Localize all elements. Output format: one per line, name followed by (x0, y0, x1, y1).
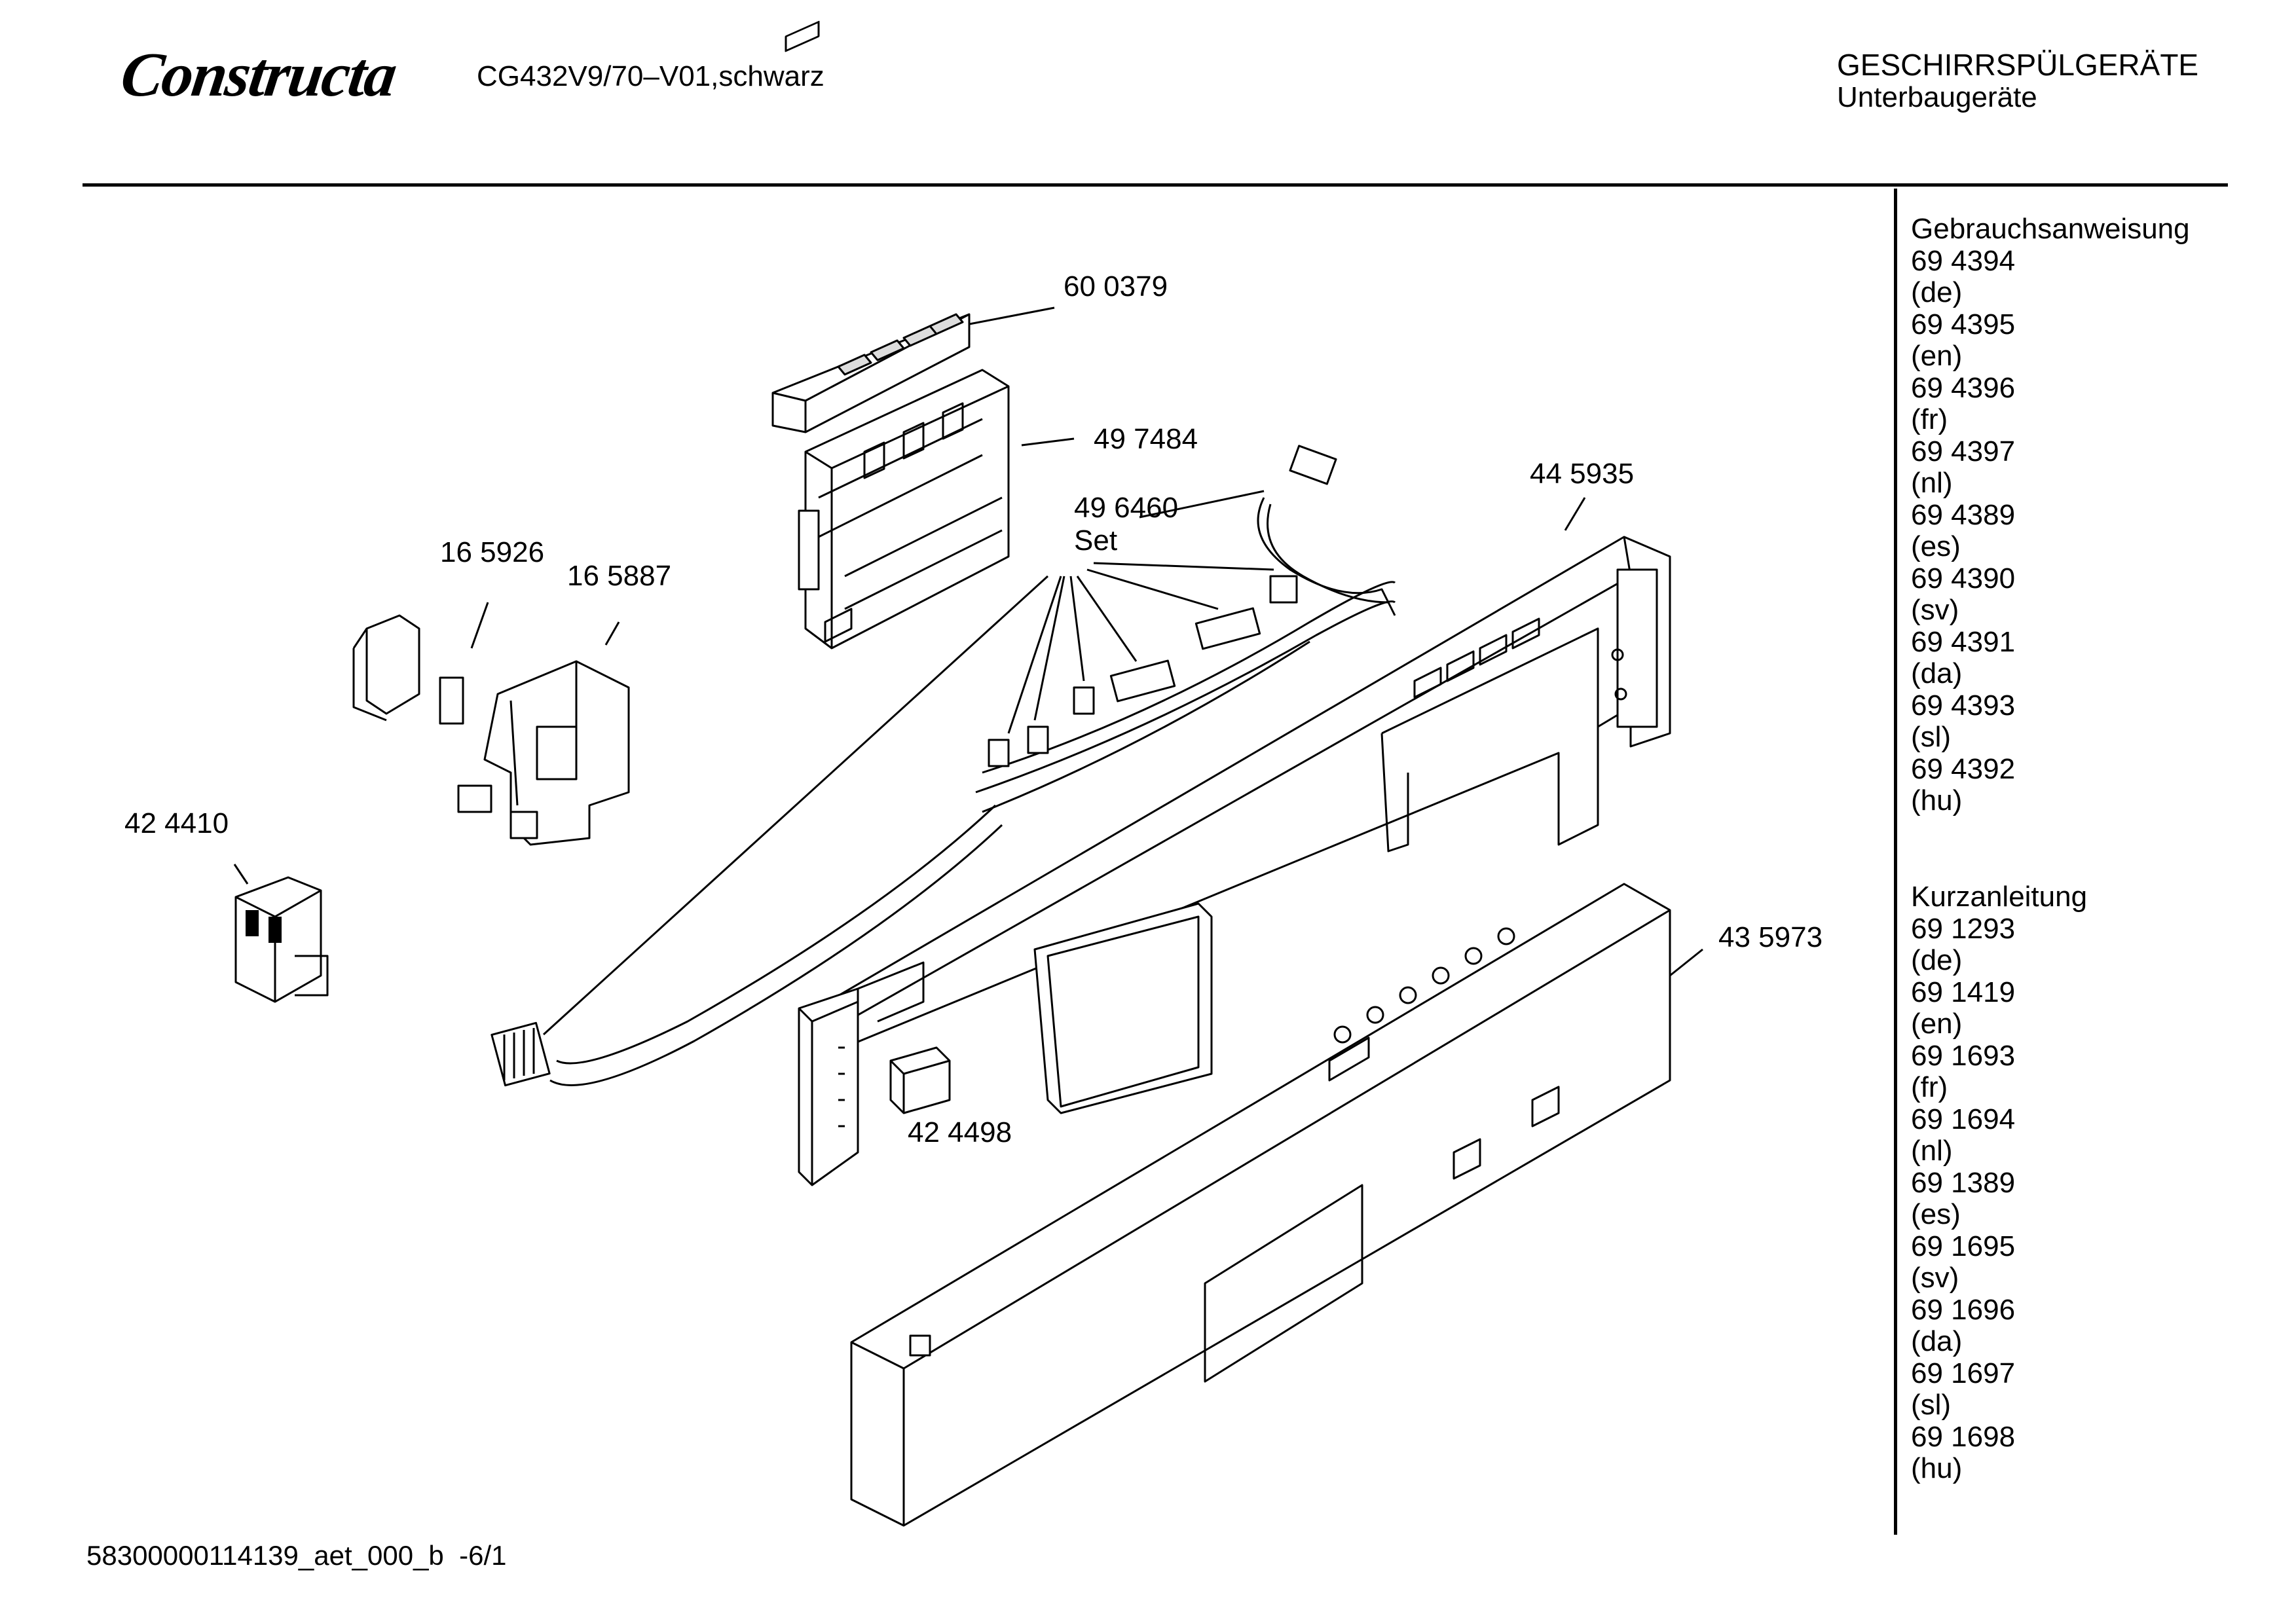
manual-lang: (es) (1911, 530, 1961, 562)
leader-set-3 (1069, 576, 1085, 682)
manual-code: 69 4395 (1911, 308, 2016, 340)
manual-lang: (fr) (1911, 403, 1948, 435)
part-button-strip[interactable] (771, 20, 971, 433)
part-switch-cover[interactable] (352, 614, 464, 725)
manual-code: 69 4390 (1911, 562, 2016, 595)
leader-496460 (1139, 490, 1265, 519)
manual-lang: (da) (1911, 657, 1963, 689)
label-445935: 44 5935 (1530, 458, 1634, 490)
footer-page: -6/1 (459, 1540, 507, 1571)
leader-set-7 (542, 575, 1049, 1036)
leader-set-1 (1007, 576, 1062, 734)
manual-code: 69 4396 (1911, 371, 2016, 404)
manual-lang: (en) (1911, 340, 1963, 372)
leader-497484 (1021, 437, 1075, 447)
part-relay[interactable] (234, 876, 329, 1003)
quickguide-lang: (en) (1911, 1008, 1963, 1040)
label-496460: 49 6460 (1074, 492, 1178, 524)
section-title-quickguide: Kurzanleitung (1911, 881, 2088, 913)
manual-lang: (sl) (1911, 721, 1952, 753)
leader-set-4 (1076, 576, 1138, 662)
part-control-module[interactable] (798, 369, 1010, 650)
manual-code: 69 4397 (1911, 435, 2016, 467)
sidebar-manuals: Gebrauchsanweisung 69 4394 (de) 69 4395 … (1911, 213, 2190, 817)
label-165887: 16 5887 (567, 560, 671, 592)
quickguide-lang: (hu) (1911, 1452, 1963, 1484)
part-panel-housing[interactable] (798, 883, 1671, 1527)
leader-165926 (470, 602, 489, 649)
quickguide-code: 69 1293 (1911, 912, 2016, 945)
part-wiring-harness[interactable] (491, 445, 1396, 1087)
part-door-switch[interactable] (457, 660, 630, 846)
leader-165887 (604, 621, 620, 646)
header-divider (83, 183, 2228, 187)
section-title-manual: Gebrauchsanweisung (1911, 213, 2190, 245)
manual-lang: (hu) (1911, 784, 1963, 816)
quickguide-code: 69 1695 (1911, 1230, 2016, 1262)
leader-445935 (1564, 497, 1586, 531)
manual-code: 69 4389 (1911, 498, 2016, 531)
exploded-parts-diagram: 60 0379 49 7484 49 6460 Set 44 5935 16 5… (124, 20, 1823, 1527)
leader-435973 (1669, 948, 1703, 977)
subcategory-title: Unterbaugeräte (1837, 81, 2037, 113)
label-497484: 49 7484 (1094, 423, 1198, 455)
label-435973: 43 5973 (1718, 921, 1823, 953)
manual-code: 69 4394 (1911, 244, 2016, 277)
quickguide-code: 69 1389 (1911, 1166, 2016, 1199)
manual-lang: (de) (1911, 276, 1963, 308)
quickguide-code: 69 1694 (1911, 1103, 2016, 1135)
category-title: GESCHIRRSPÜLGERÄTE (1837, 48, 2199, 82)
leader-set-6 (1093, 562, 1274, 571)
quickguide-lang: (fr) (1911, 1071, 1948, 1103)
leader-424410 (233, 864, 249, 885)
label-set: Set (1074, 524, 1117, 557)
manual-code: 69 4393 (1911, 689, 2016, 722)
part-cover-block[interactable] (889, 1046, 951, 1114)
footer: 58300000114139_aet_000_b -6/1 (86, 1540, 507, 1571)
leader-600379 (969, 306, 1055, 325)
manual-lang: (nl) (1911, 467, 1953, 499)
quickguide-lang: (de) (1911, 944, 1963, 976)
label-424410: 42 4410 (124, 807, 229, 839)
manual-code: 69 4391 (1911, 625, 2016, 658)
quickguide-lang: (sv) (1911, 1262, 1959, 1294)
label-600379: 60 0379 (1064, 270, 1168, 302)
leader-set-5 (1086, 568, 1219, 610)
label-424498: 42 4498 (908, 1116, 1012, 1148)
quickguide-code: 69 1693 (1911, 1039, 2016, 1072)
quickguide-code: 69 1696 (1911, 1293, 2016, 1326)
quickguide-lang: (nl) (1911, 1135, 1953, 1167)
model-number: CG432V9/70–V01,schwarz (477, 60, 824, 92)
manual-lang: (sv) (1911, 594, 1959, 626)
sidebar-divider (1894, 189, 1897, 1535)
label-165926: 16 5926 (440, 536, 544, 568)
quickguide-lang: (sl) (1911, 1389, 1952, 1421)
quickguide-code: 69 1698 (1911, 1420, 2016, 1453)
quickguide-lang: (es) (1911, 1198, 1961, 1230)
quickguide-code: 69 1697 (1911, 1357, 2016, 1389)
quickguide-code: 69 1419 (1911, 976, 2016, 1008)
quickguide-lang: (da) (1911, 1325, 1963, 1357)
footer-doc-id: 58300000114139_aet_000_b (86, 1540, 444, 1571)
sidebar-quickguides: Kurzanleitung 69 1293 (de) 69 1419 (en) … (1911, 881, 2087, 1485)
leader-set-2 (1033, 576, 1065, 721)
manual-code: 69 4392 (1911, 752, 2016, 785)
